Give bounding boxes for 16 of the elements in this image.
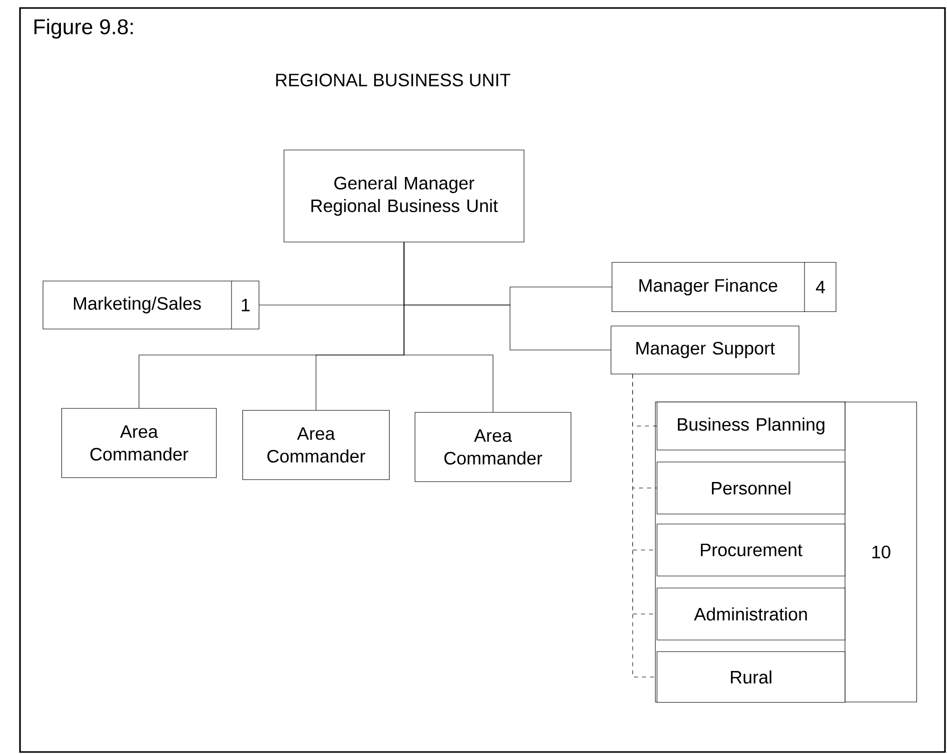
department-box: Procurement	[656, 524, 846, 576]
connector-line	[632, 374, 657, 678]
figure-number: Figure 9.8:	[34, 18, 133, 39]
connector-line	[404, 242, 494, 412]
chart-title: REGIONAL BUSINESS UNIT	[276, 74, 510, 86]
department-box: Rural	[656, 651, 846, 703]
department-box: Business Planning	[656, 402, 846, 450]
org-box: Area Commander	[61, 408, 217, 478]
department-box: Administration	[656, 588, 846, 640]
org-box: Area Commander	[414, 412, 572, 482]
org-box: Manager Support	[610, 326, 800, 374]
org-box: General Manager Regional Business Unit	[284, 150, 524, 242]
org-box: Manager Finance 4	[612, 262, 836, 312]
org-box: Area Commander	[242, 410, 390, 480]
department-box: Personnel	[656, 462, 846, 514]
org-box: Marketing/Sales 1	[42, 280, 260, 330]
